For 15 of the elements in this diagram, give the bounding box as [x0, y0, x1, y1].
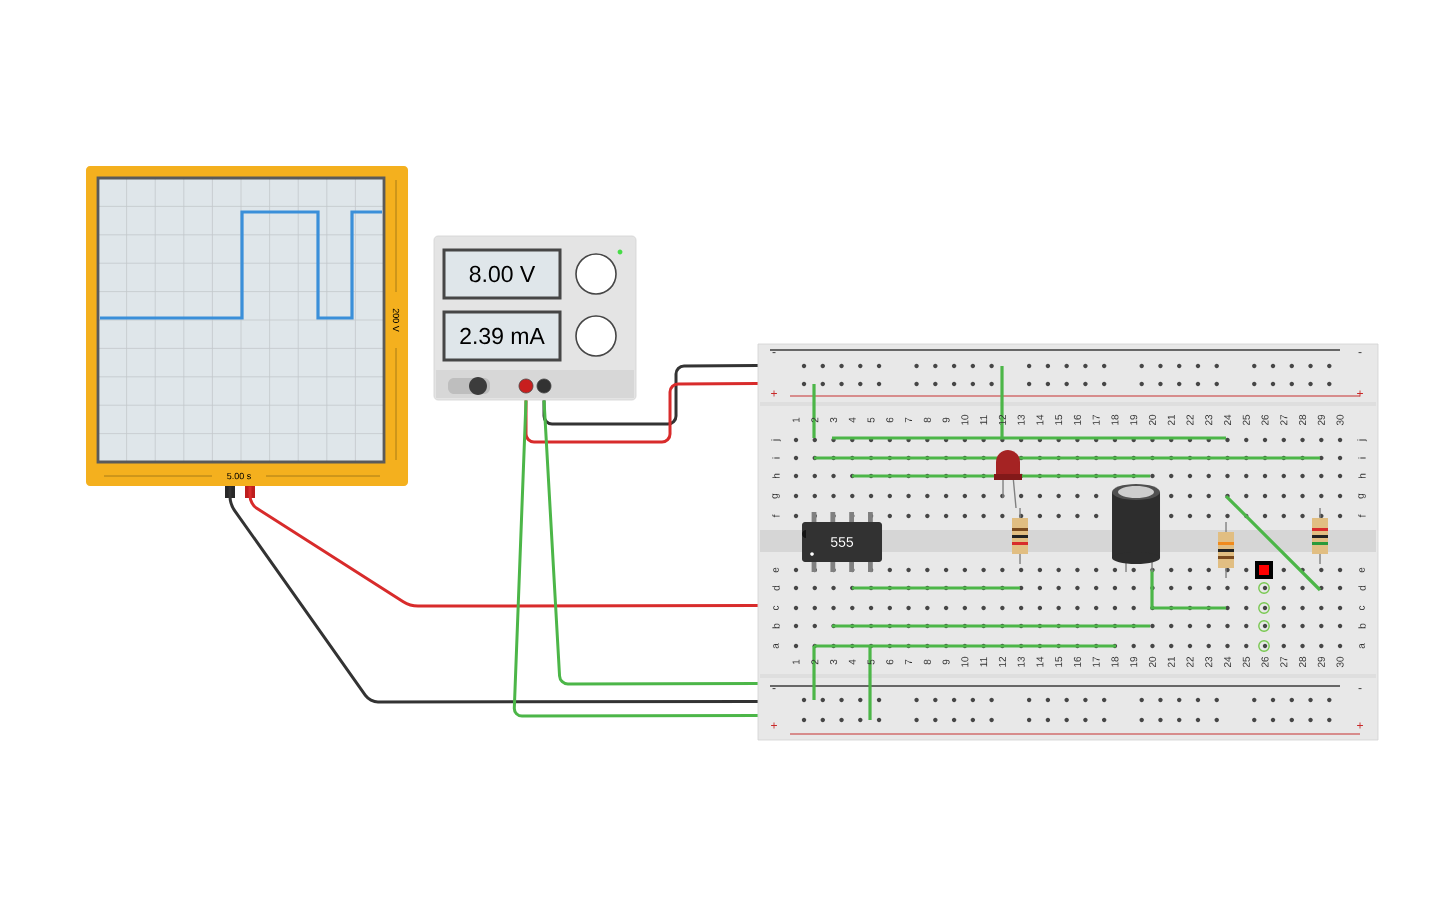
wire	[248, 486, 758, 608]
display-readout: 8.00 V	[442, 248, 562, 300]
resistor-drawing	[1012, 507, 1028, 565]
wire	[542, 364, 758, 426]
display-readout: 2.39 mA	[442, 310, 562, 362]
resistor-drawing	[1218, 521, 1234, 579]
breadboard-drawing	[757, 343, 1379, 741]
wire	[542, 400, 758, 686]
wire	[228, 486, 758, 704]
wire	[524, 382, 758, 444]
wire	[512, 400, 758, 718]
capacitor-drawing	[1112, 484, 1160, 573]
pushbutton-drawing	[1255, 561, 1273, 652]
resistor-drawing	[1312, 507, 1328, 565]
led-drawing	[994, 450, 1022, 509]
